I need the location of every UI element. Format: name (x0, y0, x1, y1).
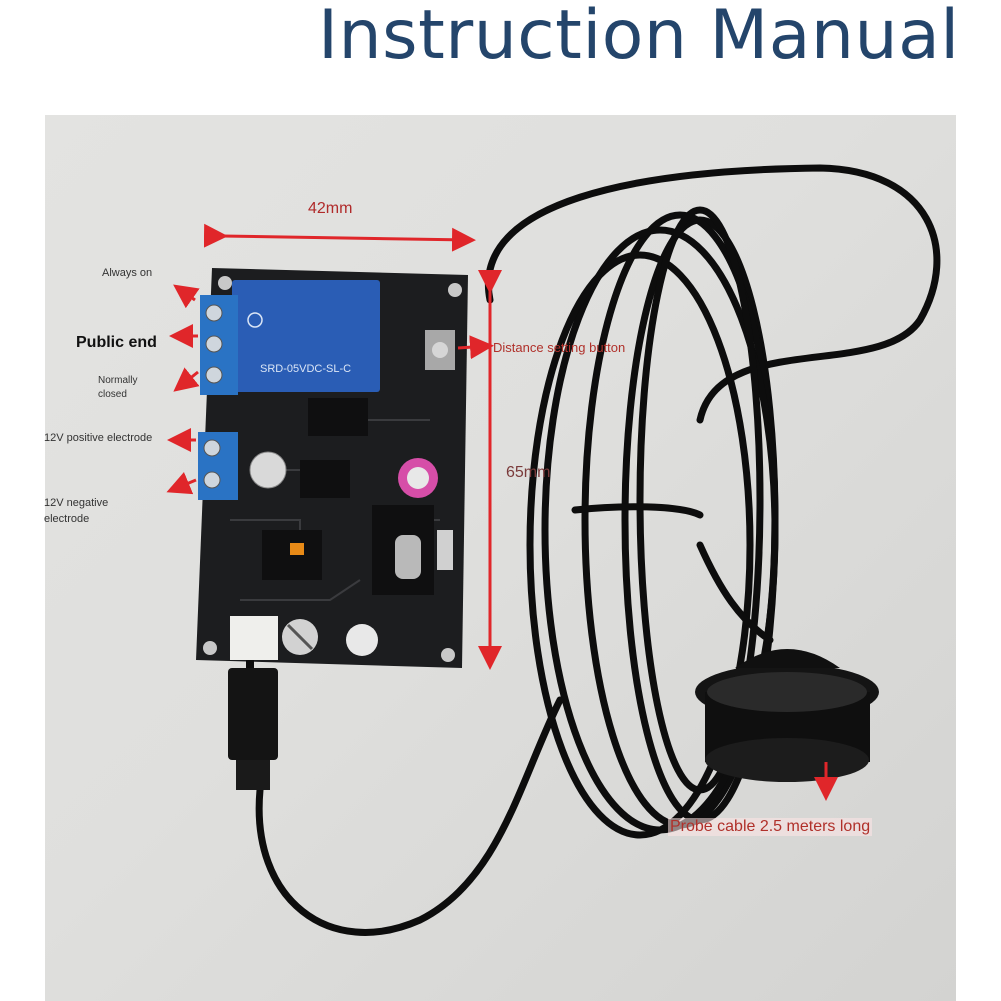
width-dimension-label: 42mm (308, 200, 353, 217)
always-on-label: Always on (102, 267, 153, 279)
circuit-board: SRD-05VDC-SL-C (196, 268, 468, 668)
ultrasonic-probe (695, 649, 879, 782)
distance-button-label: Distance setting button (493, 340, 626, 355)
normally-closed-label: Normally closed (98, 375, 138, 400)
probe-cable (255, 164, 941, 936)
public-end-label: Public end (76, 334, 157, 351)
relay-model-text: SRD-05VDC-SL-C (260, 363, 351, 375)
negative-electrode-label: 12V negative electrode (44, 497, 109, 525)
positive-electrode-label: 12V positive electrode (44, 432, 153, 444)
usb-cable (228, 660, 278, 790)
page-title: Instruction Manual (318, 0, 960, 75)
probe-cable-label: Probe cable 2.5 meters long (668, 818, 873, 836)
height-dimension-label: 65mm (506, 464, 551, 481)
dimension-arrows (166, 223, 838, 801)
